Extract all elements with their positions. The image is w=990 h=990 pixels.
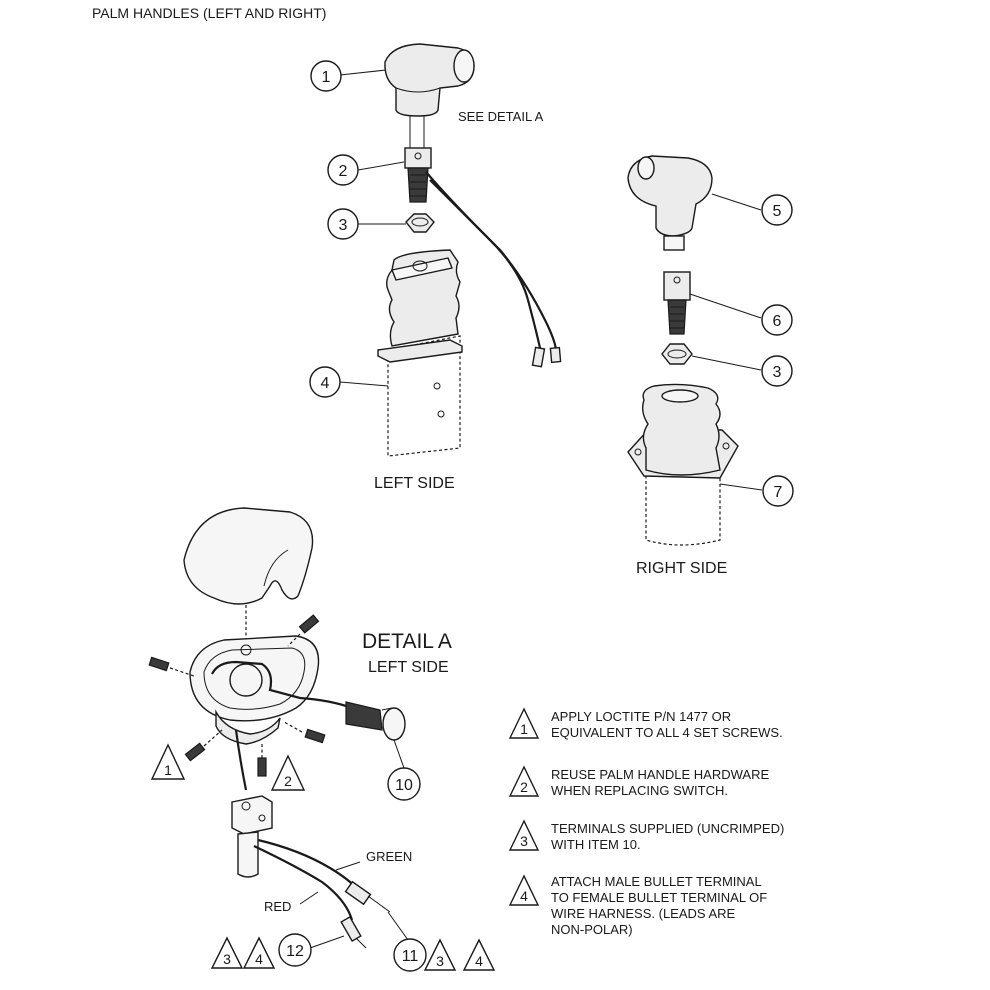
detail-switch-block <box>231 795 273 878</box>
left-bullet-terminals <box>531 346 562 368</box>
svg-text:WHEN REPLACING SWITCH.: WHEN REPLACING SWITCH. <box>551 783 728 798</box>
callout-bubbles: 1 2 3 4 5 6 3 7 10 11 12 <box>278 60 794 972</box>
callout-3-right: 3 <box>761 355 793 387</box>
svg-text:3: 3 <box>339 217 348 234</box>
drawing-flags: 1 2 3 4 3 4 <box>150 743 496 971</box>
svg-text:4: 4 <box>520 888 528 904</box>
hardware-screw <box>257 757 267 777</box>
callout-10: 10 <box>387 767 421 801</box>
svg-text:3: 3 <box>773 364 782 381</box>
detail-subtitle: LEFT SIDE <box>368 659 449 676</box>
svg-text:WITH ITEM 10.: WITH ITEM 10. <box>551 837 641 852</box>
left-side-caption: LEFT SIDE <box>374 475 455 492</box>
svg-text:7: 7 <box>774 484 783 501</box>
svg-text:12: 12 <box>286 943 304 960</box>
green-wire-label: GREEN <box>366 849 412 864</box>
right-boot-and-housing <box>627 383 739 546</box>
see-detail-caption: SEE DETAIL A <box>458 109 544 124</box>
callout-5: 5 <box>761 194 793 226</box>
flag-4-right: 4 <box>462 938 496 971</box>
note-4: 4 ATTACH MALE BULLET TERMINAL TO FEMALE … <box>508 874 767 937</box>
svg-text:REUSE PALM HANDLE HARDWARE: REUSE PALM HANDLE HARDWARE <box>551 767 769 782</box>
note-3: 3 TERMINALS SUPPLIED (UNCRIMPED) WITH IT… <box>508 819 784 852</box>
svg-text:1: 1 <box>322 69 331 86</box>
note-2: 2 REUSE PALM HANDLE HARDWARE WHEN REPLAC… <box>508 765 769 798</box>
right-side-caption: RIGHT SIDE <box>636 560 727 577</box>
callout-12: 12 <box>278 933 312 967</box>
callout-4: 4 <box>309 366 341 398</box>
svg-text:4: 4 <box>255 951 263 967</box>
svg-text:NON-POLAR): NON-POLAR) <box>551 922 633 937</box>
detail-title: DETAIL A <box>362 630 452 653</box>
callout-3-left: 3 <box>327 208 359 240</box>
flag-2: 2 <box>270 754 306 791</box>
set-screws <box>148 614 326 762</box>
svg-text:4: 4 <box>321 375 330 392</box>
svg-text:5: 5 <box>773 203 782 220</box>
svg-text:APPLY LOCTITE P/N 1477 OR: APPLY LOCTITE P/N 1477 OR <box>551 709 731 724</box>
svg-text:4: 4 <box>475 953 483 969</box>
svg-text:WIRE HARNESS. (LEADS ARE: WIRE HARNESS. (LEADS ARE <box>551 906 736 921</box>
svg-text:3: 3 <box>520 833 528 849</box>
svg-text:3: 3 <box>223 951 231 967</box>
right-nut <box>661 343 693 365</box>
left-nut <box>405 213 435 233</box>
red-wire-label: RED <box>264 899 291 914</box>
svg-text:2: 2 <box>520 779 528 795</box>
svg-text:1: 1 <box>164 762 172 778</box>
note-1: 1 APPLY LOCTITE P/N 1477 OR EQUIVALENT T… <box>508 707 783 740</box>
right-palm-handle-knob <box>627 155 713 251</box>
svg-text:3: 3 <box>436 953 444 969</box>
left-side-assembly <box>377 43 562 457</box>
svg-text:TERMINALS SUPPLIED (UNCRIMPED): TERMINALS SUPPLIED (UNCRIMPED) <box>551 821 784 836</box>
flag-1: 1 <box>150 743 186 780</box>
callout-7: 7 <box>762 475 794 507</box>
left-boot-and-bracket <box>377 249 463 457</box>
svg-text:10: 10 <box>395 777 413 794</box>
svg-text:11: 11 <box>402 948 419 965</box>
flag-3-left: 3 <box>210 936 244 969</box>
callout-leaders <box>309 69 763 949</box>
right-side-assembly <box>627 155 739 546</box>
svg-text:2: 2 <box>339 163 348 180</box>
callout-6: 6 <box>761 304 793 336</box>
svg-text:1: 1 <box>520 721 528 737</box>
right-stud <box>663 271 691 335</box>
callout-11: 11 <box>393 938 427 972</box>
left-lead-wire-2 <box>429 179 558 351</box>
notes-list: 1 APPLY LOCTITE P/N 1477 OR EQUIVALENT T… <box>508 707 784 937</box>
detail-bullet-terminals <box>340 880 391 949</box>
svg-text:TO FEMALE BULLET TERMINAL OF: TO FEMALE BULLET TERMINAL OF <box>551 890 767 905</box>
switch-item-10 <box>345 701 406 741</box>
palm-handle-cap <box>183 507 314 605</box>
diagram-title: PALM HANDLES (LEFT AND RIGHT) <box>92 5 326 21</box>
svg-text:ATTACH MALE BULLET TERMINAL: ATTACH MALE BULLET TERMINAL <box>551 874 762 889</box>
svg-text:EQUIVALENT TO ALL 4 SET SCREWS: EQUIVALENT TO ALL 4 SET SCREWS. <box>551 725 783 740</box>
svg-text:6: 6 <box>773 313 782 330</box>
flag-4-left: 4 <box>242 936 276 969</box>
detail-a-exploded-view <box>148 507 406 949</box>
callout-1: 1 <box>310 60 342 92</box>
flag-3-right: 3 <box>423 938 457 971</box>
left-palm-handle-knob <box>384 43 475 148</box>
left-switch-block <box>404 147 432 203</box>
callout-2: 2 <box>327 154 359 186</box>
svg-text:2: 2 <box>284 773 292 789</box>
